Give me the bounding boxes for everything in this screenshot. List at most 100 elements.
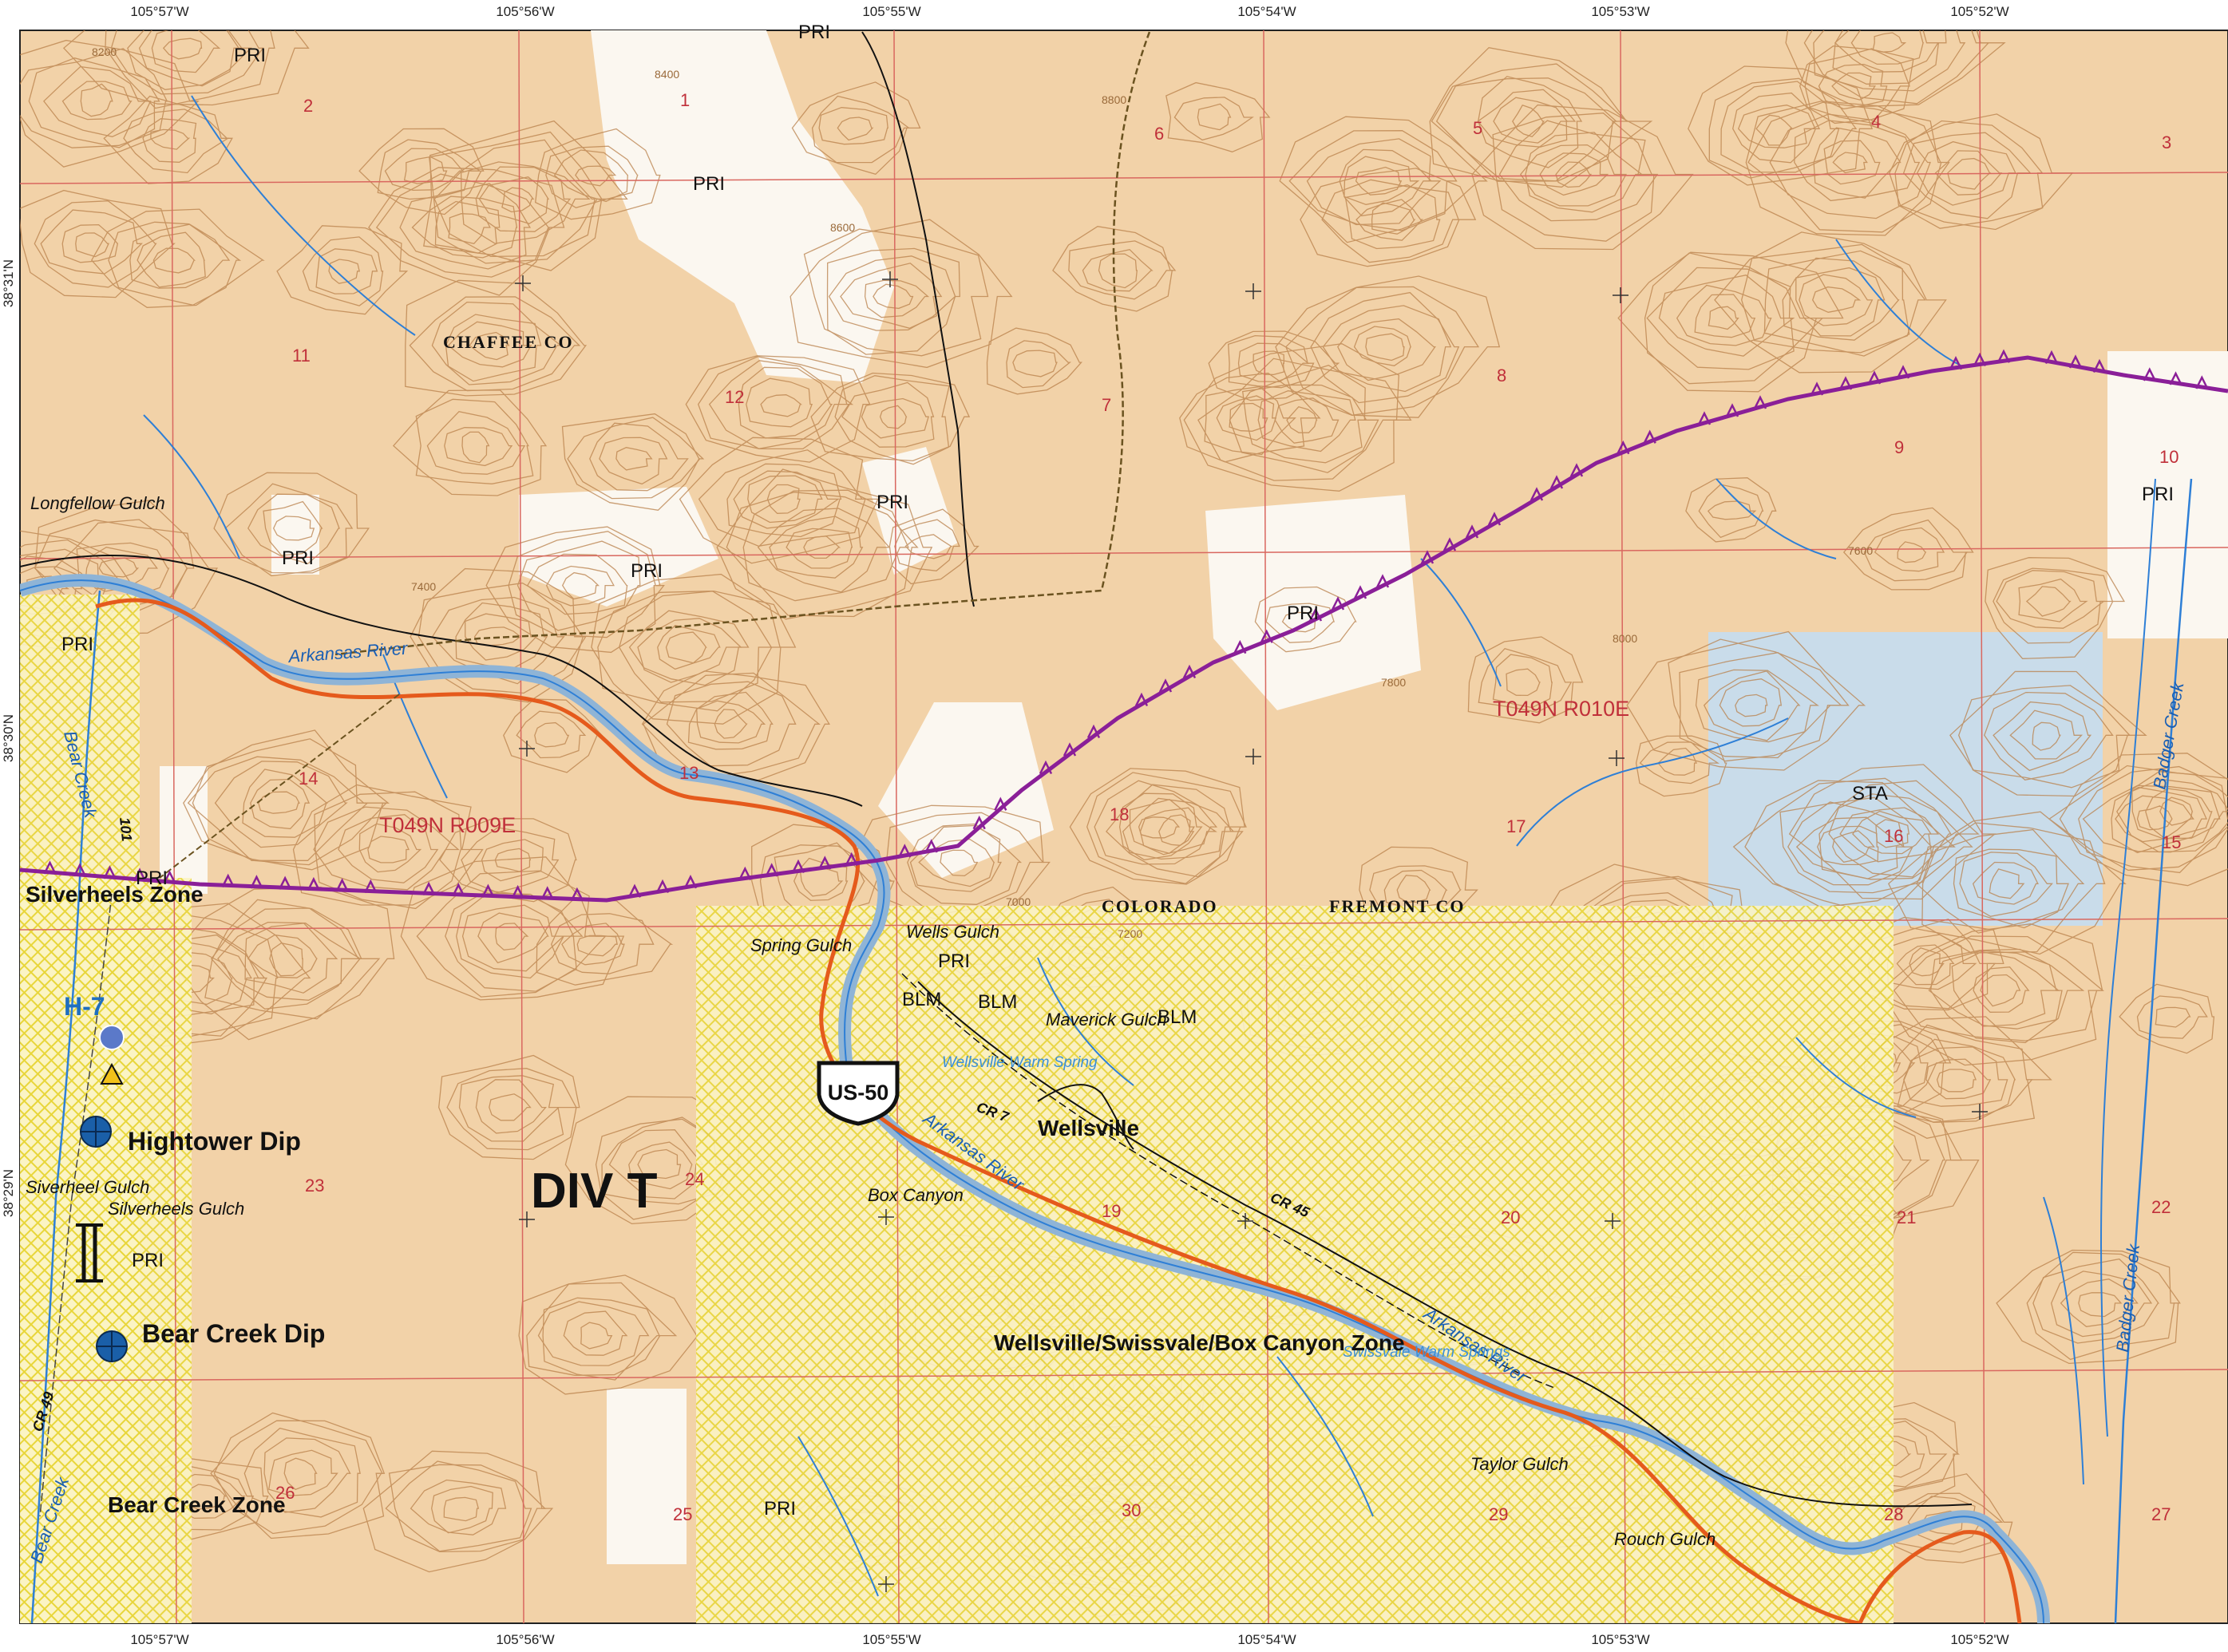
boundary-tick (1973, 352, 1987, 367)
boundary-tick (1039, 760, 1053, 775)
contour-line (576, 935, 618, 957)
site-h7[interactable]: H-7 (64, 992, 125, 1085)
contour-line (2018, 578, 2088, 622)
us-50-highway (95, 598, 1861, 1623)
boundary-tick (73, 863, 87, 877)
contour-line (1953, 848, 2069, 929)
place-label: Taylor Gulch (1470, 1454, 1569, 1474)
contour-line (608, 1129, 704, 1199)
contour-line (679, 437, 879, 564)
boundary-tick (43, 860, 57, 875)
contour-line (698, 449, 866, 547)
contour-line (108, 221, 242, 306)
contour-line (1371, 202, 1416, 235)
spring-label-line: Wellsville Warm Spring (942, 1054, 1098, 1071)
contour-line (746, 377, 813, 428)
contour-line (834, 375, 950, 465)
section-number: 27 (2151, 1504, 2171, 1524)
longitude-ticks-top: 105°57'W 105°56'W 105°55'W 105°54'W 105°… (130, 4, 2008, 19)
boundary-tick (655, 879, 670, 894)
us-50-shield: US-50 (817, 1061, 900, 1126)
ownership-label: PRI (693, 173, 725, 195)
boundary-tick (1867, 370, 1882, 385)
contour-line (328, 259, 361, 284)
boundary-tick (2044, 350, 2059, 365)
contour-line (534, 128, 661, 220)
contour-line (20, 48, 168, 148)
section-number: 17 (1506, 816, 1526, 836)
contour-line (907, 823, 1023, 905)
contour-line (508, 531, 665, 638)
lon-tick-bottom: 105°55'W (862, 1632, 920, 1647)
cr-49-line (39, 893, 113, 1517)
boundary-tick (1233, 639, 1247, 654)
ownership-label: PRI (136, 867, 168, 889)
contour-line (1852, 810, 1933, 855)
ownership-label: PRI (877, 492, 908, 513)
place-label: Rouch Gulch (1614, 1529, 1716, 1549)
contour-line (1695, 669, 1819, 743)
boundary-tick (335, 878, 349, 892)
contour-line (888, 508, 979, 585)
site-hightower-dip[interactable]: Hightower Dip (80, 1116, 301, 1156)
contour-line (1355, 199, 1423, 241)
contour-line (1197, 103, 1232, 131)
contour-line (1253, 350, 1285, 376)
boundary-tick (2143, 367, 2156, 381)
contour-line (1493, 97, 1569, 144)
contour-line (1896, 944, 1955, 986)
contour-line (1118, 792, 1203, 861)
contour-line (666, 681, 797, 767)
contour-line (447, 321, 532, 368)
site-bear-creek-dip[interactable]: Bear Creek Dip (96, 1319, 325, 1362)
contour-line (1281, 611, 1316, 633)
ownership-label: PRI (1287, 603, 1319, 624)
site-marker-h7[interactable] (99, 1025, 125, 1050)
contour-line (410, 1479, 507, 1535)
boundary-tick (1617, 440, 1630, 455)
contour-line (1676, 284, 1772, 346)
contour-line (1779, 796, 1935, 894)
contour-line (444, 427, 513, 467)
longitude-ticks-bottom: 105°57'W 105°56'W 105°55'W 105°54'W 105°… (130, 1632, 2008, 1647)
contour-line (1958, 685, 2131, 788)
ownership-label: PRI (631, 560, 663, 582)
contour-line (478, 176, 550, 225)
section-number: 12 (725, 387, 744, 407)
contour-line (1795, 267, 1886, 337)
boundary-tick (1308, 607, 1323, 622)
contour-line (210, 1420, 386, 1539)
contour-line (1984, 691, 2114, 781)
contour-line (1707, 500, 1757, 520)
contour-line (469, 331, 510, 361)
contour-line (789, 219, 1013, 369)
contour-line (885, 812, 1044, 916)
contour-line (545, 145, 639, 209)
contour-line (434, 200, 501, 254)
contour-line (1216, 395, 1277, 441)
badger-creek-line (2114, 478, 2193, 1623)
contour-line (138, 30, 243, 87)
contour-line (2025, 586, 2072, 617)
contour-value: 7600 (1848, 544, 1873, 557)
contour-line (747, 475, 823, 524)
contour-line (733, 470, 841, 529)
contour-line (75, 232, 110, 258)
cr-7-line (901, 973, 1557, 1389)
contour-line (1893, 935, 2105, 1041)
contour-line (91, 208, 265, 308)
contour-line (242, 769, 329, 838)
section-number: 7 (1102, 395, 1111, 415)
contour-line (1897, 541, 1927, 563)
contour-line (786, 528, 853, 569)
contour-line (61, 81, 133, 121)
section-number: 15 (2162, 832, 2181, 852)
contour-line (1477, 89, 1577, 148)
contour-line (272, 516, 315, 541)
contour-line (1698, 484, 1764, 539)
lon-tick-top: 105°54'W (1237, 4, 1296, 19)
contour-line (1498, 120, 1659, 222)
contour-line (1744, 780, 1956, 908)
contour-line (1644, 252, 1824, 385)
contour-line (358, 823, 422, 873)
